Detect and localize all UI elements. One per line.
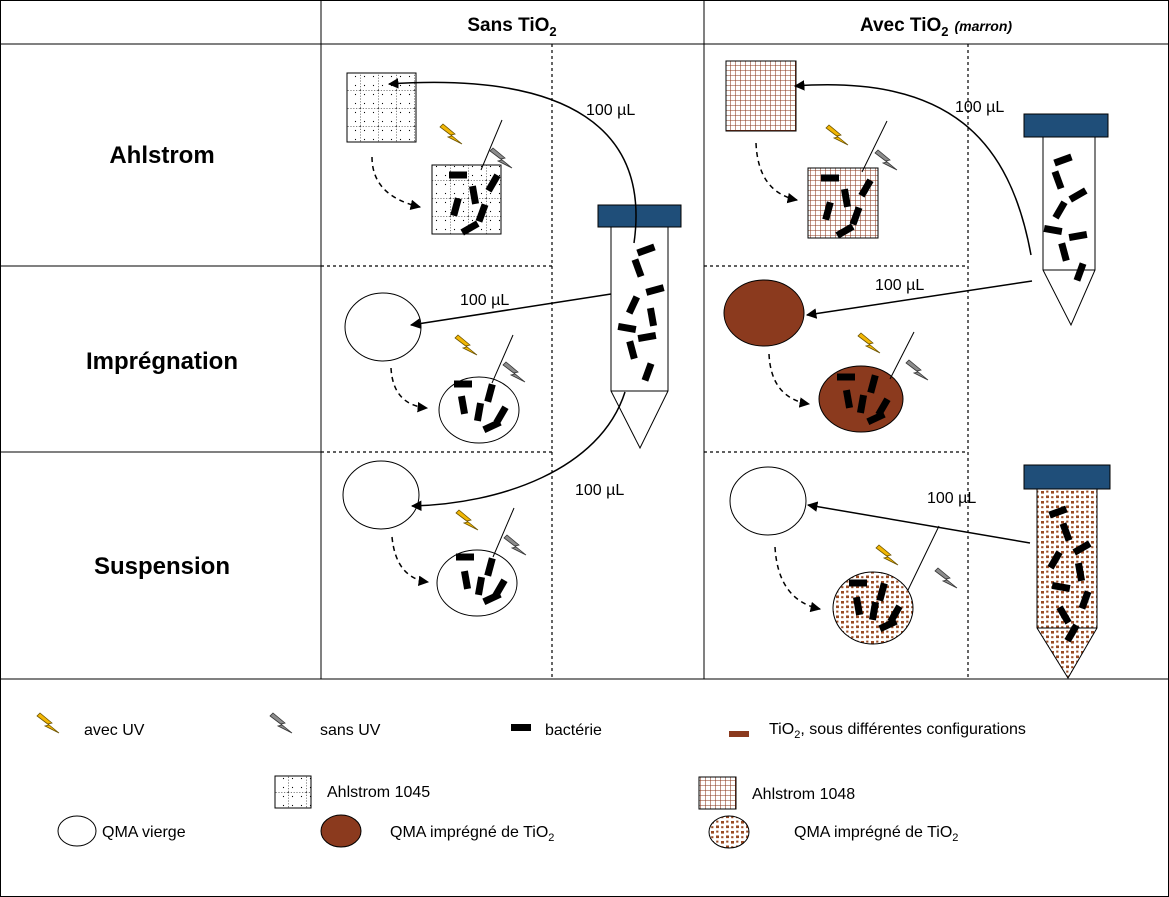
- uv-lightning-icon: [454, 334, 478, 356]
- dashed-arrow: [774, 546, 822, 613]
- no-uv-lightning-icon: [874, 149, 898, 171]
- qma-tio2-disc: [723, 279, 805, 347]
- volume-label: 100 µL: [927, 490, 976, 507]
- row-label-suspension: Suspension: [94, 553, 230, 580]
- uv-lightning-icon: [875, 544, 899, 566]
- row-label-ahlstrom: Ahlstrom: [109, 142, 214, 169]
- ahlstrom-1045-filter-blank: [346, 72, 417, 143]
- legend-ahlstrom-1045: Ahlstrom 1045: [327, 784, 430, 801]
- uv-lightning-icon: [857, 332, 881, 354]
- transfer-arrow: [805, 280, 1033, 319]
- legend-qma-impregne: QMA imprégné de TiO2: [794, 824, 958, 844]
- no-uv-lightning-icon: [934, 567, 958, 589]
- uv-lightning-icon: [455, 509, 479, 531]
- transfer-arrow: [409, 293, 612, 329]
- transfer-arrow: [387, 78, 637, 244]
- ahlstrom-1048-filter-blank: [725, 60, 797, 132]
- volume-label: 100 µL: [460, 292, 509, 309]
- qma-blank-disc: [342, 460, 420, 530]
- bacteria-tube: [1023, 113, 1109, 327]
- no-uv-lightning-icon: [502, 361, 526, 383]
- dashed-arrow: [390, 367, 429, 413]
- legend-ahlstrom-1048: Ahlstrom 1048: [752, 786, 855, 803]
- qma-blank-disc: [729, 466, 807, 536]
- transfer-arrow: [410, 391, 626, 512]
- volume-label: 100 µL: [875, 277, 924, 294]
- legend-qma-impregne: QMA imprégné de TiO2: [390, 824, 554, 844]
- dashed-arrow: [391, 536, 430, 587]
- dashed-arrow: [768, 353, 811, 408]
- legend-avec-uv: avec UV: [84, 722, 145, 739]
- volume-label: 100 µL: [575, 482, 624, 499]
- legend-qma-tio2-dotted-symbol: [708, 815, 750, 849]
- no-uv-lightning-icon: [905, 359, 929, 381]
- no-uv-lightning-icon: [503, 534, 527, 556]
- legend-tio2: TiO2, sous différentes configurations: [769, 721, 1026, 741]
- tio2-suspension-tube: [1023, 464, 1111, 679]
- qma-blank-disc: [344, 292, 422, 362]
- volume-label: 100 µL: [955, 99, 1004, 116]
- uv-lightning-icon: [36, 712, 60, 734]
- volume-label: 100 µL: [586, 102, 635, 119]
- legend-qma-vierge-symbol: [57, 815, 97, 847]
- header-sans-tio2: Sans TiO2: [467, 15, 556, 39]
- table-dashed-dividers: [321, 44, 969, 679]
- ahlstrom-1048-filter-exposed: [807, 167, 879, 239]
- legend-sans-uv: sans UV: [320, 722, 381, 739]
- legend-ahlstrom-1045-swatch: [274, 775, 312, 809]
- uv-lightning-icon: [825, 124, 849, 146]
- legend-qma-vierge: QMA vierge: [102, 824, 186, 841]
- legend: avec UV sans UV bactérie TiO2, sous diff…: [36, 712, 1026, 849]
- bacteria-tube: [597, 204, 682, 450]
- legend-ahlstrom-1048-swatch: [698, 776, 737, 810]
- row-label-impregnation: Imprégnation: [86, 348, 238, 375]
- uv-lightning-icon: [439, 123, 463, 145]
- no-uv-lightning-icon: [269, 712, 293, 734]
- legend-bacterie: bactérie: [545, 722, 602, 739]
- header-avec-tio2: Avec TiO2(marron): [860, 15, 1012, 39]
- transfer-arrow: [806, 501, 1031, 544]
- dashed-arrow: [755, 142, 799, 204]
- transfer-arrow: [793, 80, 1032, 256]
- legend-qma-tio2-symbol: [320, 814, 362, 848]
- legend-bacteria-symbol: [511, 724, 531, 731]
- dashed-arrow: [371, 156, 422, 211]
- legend-tio2-symbol: [729, 731, 749, 737]
